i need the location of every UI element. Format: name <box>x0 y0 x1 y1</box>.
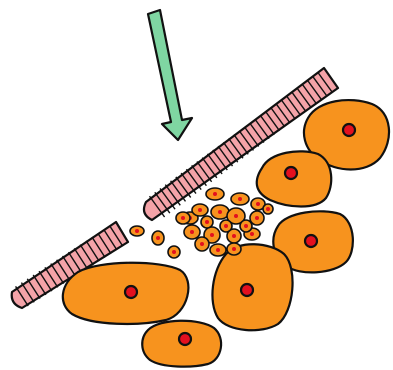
small-cell <box>152 231 164 245</box>
small-cell <box>240 220 252 232</box>
arrow-shape <box>148 10 192 140</box>
small-cell <box>184 225 200 239</box>
large-cell <box>212 244 292 330</box>
small-cell <box>176 212 190 224</box>
small-cell <box>168 246 180 258</box>
small-cell <box>250 211 264 225</box>
large-cell <box>63 263 189 324</box>
small-cell <box>220 220 232 232</box>
small-cell <box>206 188 224 200</box>
small-cell <box>201 216 213 228</box>
small-cell <box>192 204 208 216</box>
small-cell <box>263 204 273 214</box>
small-cell <box>210 244 226 256</box>
small-cell <box>231 193 249 205</box>
arrow-icon <box>148 10 192 140</box>
small-cell <box>227 243 241 255</box>
small-cell <box>130 226 144 236</box>
large-cell <box>142 321 221 367</box>
large-cell <box>257 151 332 206</box>
small-cell <box>195 237 209 251</box>
